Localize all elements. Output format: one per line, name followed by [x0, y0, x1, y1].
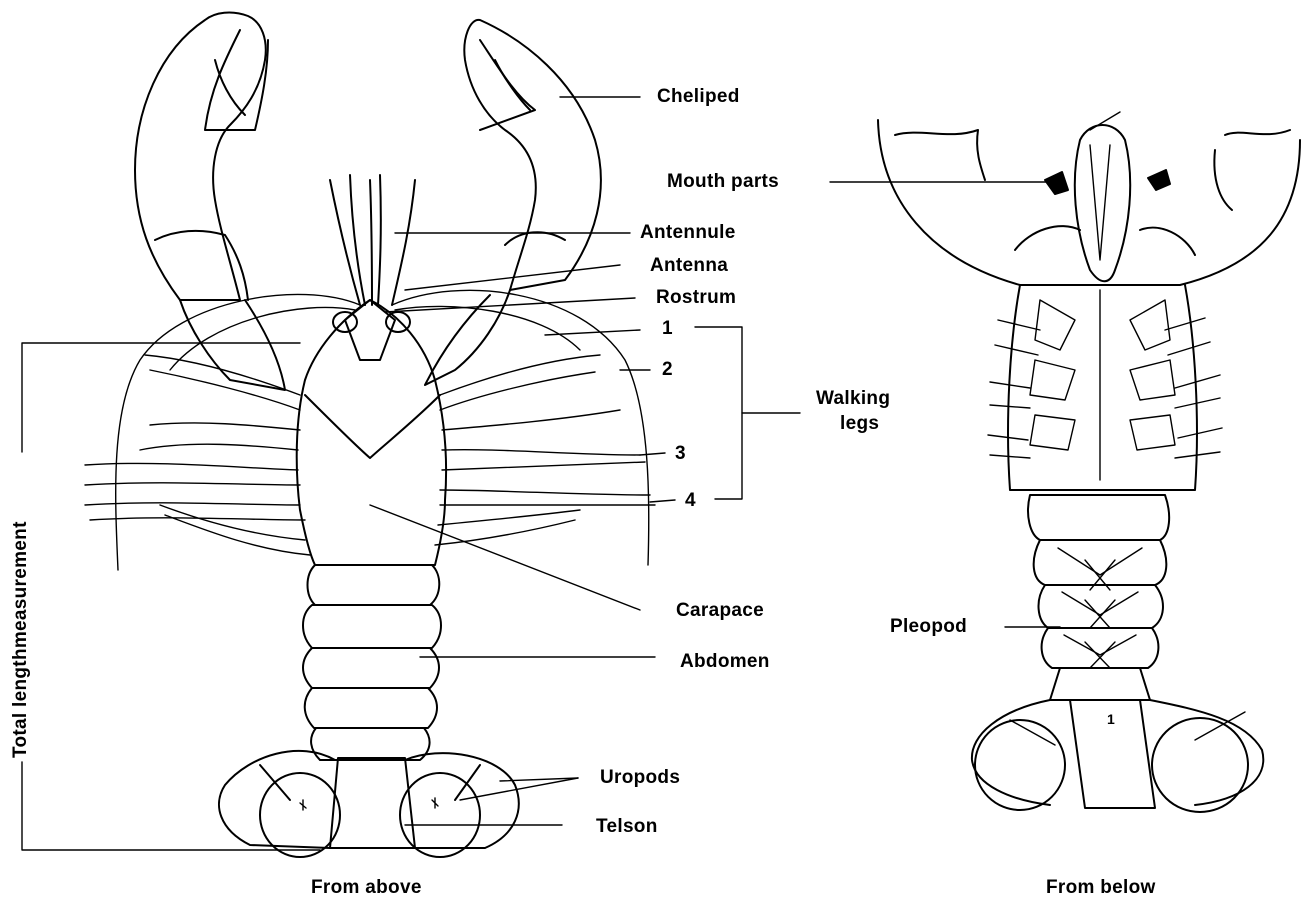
underside-thorax-drawing [988, 285, 1222, 490]
antenna-label: Antenna [650, 255, 728, 277]
tail-fan-drawing [219, 751, 519, 857]
telson-label: Telson [596, 816, 658, 838]
abdomen-label: Abdomen [680, 651, 770, 673]
right-claw-drawing [425, 20, 601, 385]
underside-tail-fan-drawing [972, 668, 1263, 812]
from-below-caption: From below [1046, 877, 1156, 899]
walking-leg-number: 3 [675, 443, 686, 465]
lobster-bottom-view [878, 112, 1300, 812]
walking-leg-number: 4 [685, 490, 696, 512]
total-length-label: Total lengthmeasurement [10, 521, 32, 758]
walking-leg-number: 2 [662, 359, 673, 381]
carapace-label: Carapace [676, 600, 764, 622]
lobster-top-view [85, 13, 655, 857]
pleopod-label: Pleopod [890, 616, 967, 638]
mouth-parts-label: Mouth parts [667, 171, 779, 193]
underside-mark: 1 [1107, 711, 1115, 727]
walking-legs-label-line1: Walking [816, 388, 890, 410]
underside-abdomen-drawing [1028, 495, 1169, 668]
rostrum-label: Rostrum [656, 287, 736, 309]
underside-head-drawing [878, 112, 1300, 285]
leader-lines [22, 97, 1060, 850]
left-claw-drawing [135, 13, 285, 390]
right-legs-drawing [435, 355, 655, 545]
from-above-caption: From above [311, 877, 422, 899]
abdomen-drawing [303, 565, 441, 760]
walking-legs-label-line2: legs [840, 413, 879, 435]
antennule-label: Antennule [640, 222, 736, 244]
cheliped-label: Cheliped [657, 86, 740, 108]
uropods-label: Uropods [600, 767, 680, 789]
left-legs-drawing [85, 355, 310, 555]
walking-leg-number: 1 [662, 318, 673, 340]
